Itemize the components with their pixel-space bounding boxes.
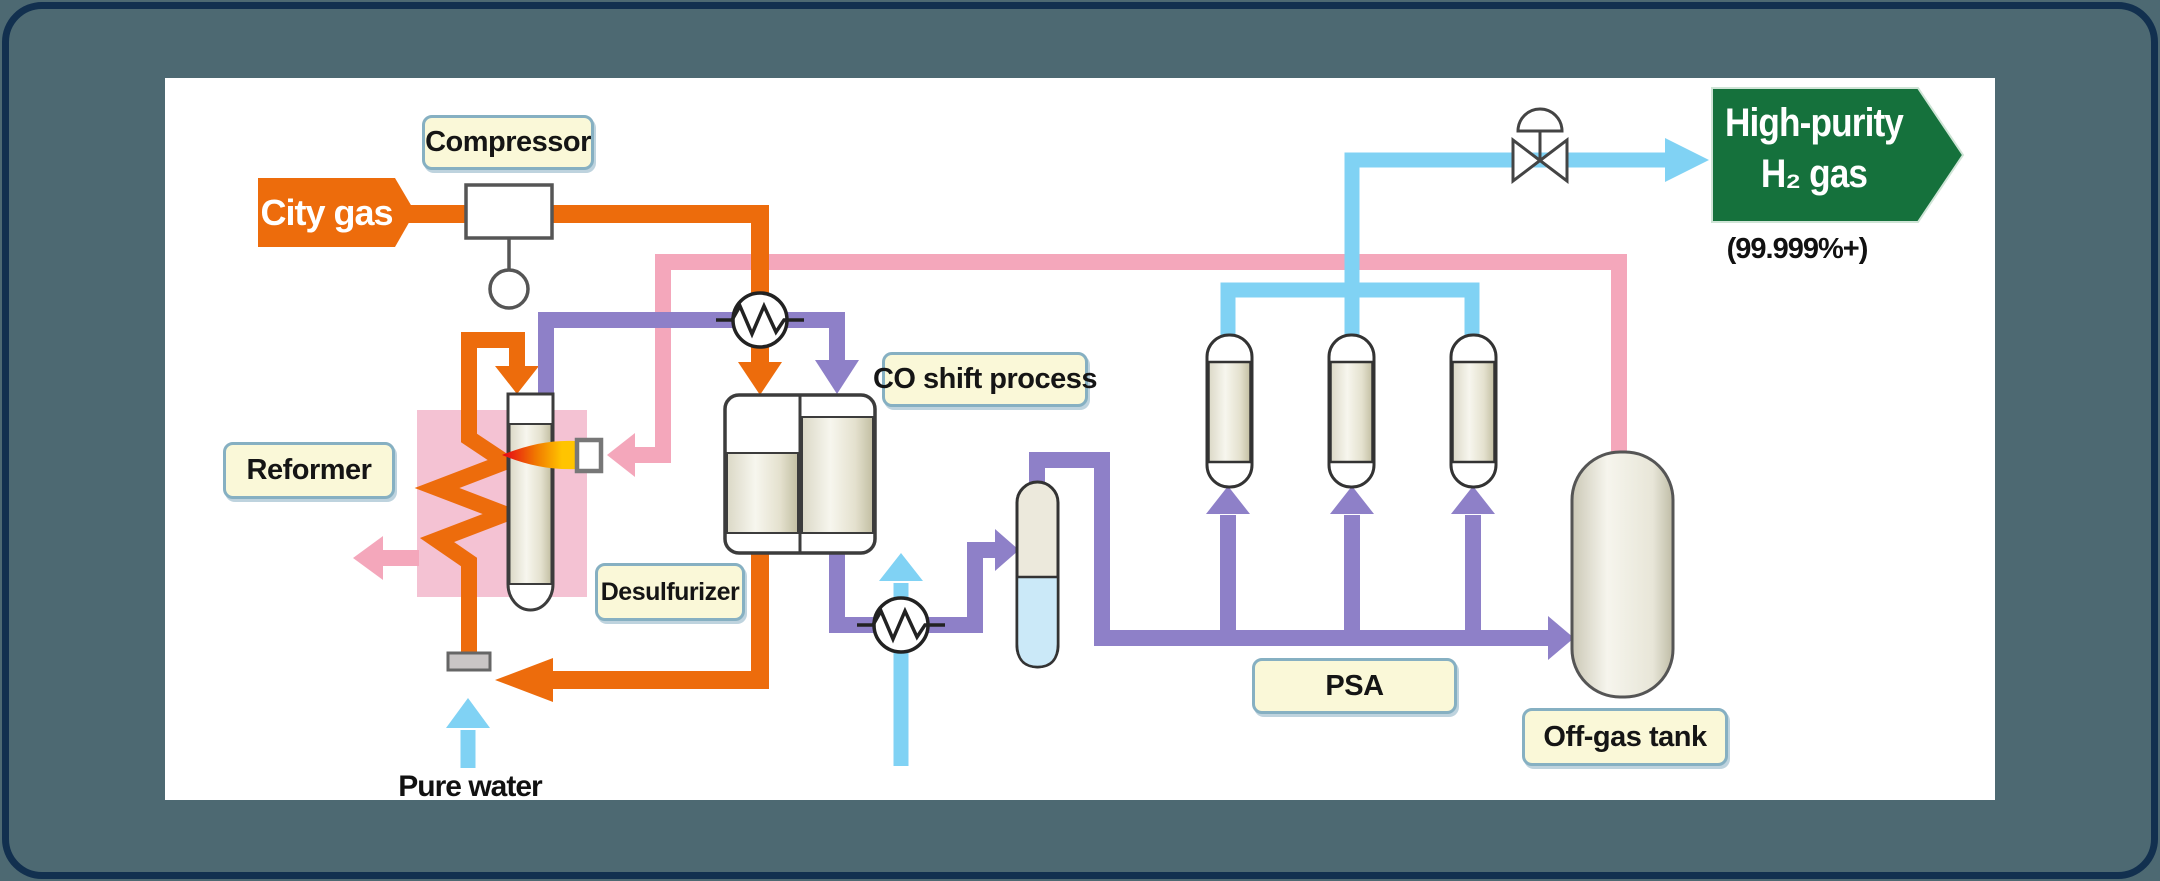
shifted-gas-pipe	[829, 529, 1019, 633]
reformer-label: Reformer	[223, 442, 395, 499]
condensate-separator-vessel	[1015, 480, 1060, 669]
control-valve-icon	[1511, 107, 1569, 185]
purity-value-text: (99.999%+)	[1726, 233, 1869, 265]
compressor-label-text: Compressor	[425, 126, 591, 158]
off-gas-tank-vessel	[1570, 450, 1675, 699]
psa-adsorber-vessel	[1205, 333, 1254, 489]
psa-adsorber-vessel	[1327, 333, 1376, 489]
product-line1-text: High-purity	[1724, 101, 1904, 145]
burner-box	[574, 437, 604, 474]
reformer-coil-pipe	[414, 332, 539, 654]
flame-icon	[502, 440, 577, 470]
desulfurized-gas-return-pipe	[495, 553, 769, 702]
pure-water-label: Pure water	[370, 770, 570, 804]
compressor-icon	[464, 183, 554, 310]
high-purity-h2-label: High-purity H₂ gas	[1721, 98, 1908, 200]
high-purity-h2-arrow	[1711, 87, 1965, 223]
city-gas-source-arrow	[258, 178, 415, 247]
reformer-vessel	[506, 392, 555, 612]
off-gas-tank-label: Off-gas tank	[1522, 708, 1728, 766]
desulfurizer-label-text: Desulfurizer	[600, 577, 740, 606]
process-flow-diagram-svg	[258, 87, 1965, 768]
reformer-label-text: Reformer	[246, 454, 372, 486]
pure-water-label-text: Pure water	[398, 770, 542, 803]
desulfurizer-label: Desulfurizer	[595, 563, 745, 621]
city-gas-label: City gas	[258, 178, 395, 247]
water-quench-pipe	[879, 553, 923, 766]
city-gas-label-text: City gas	[260, 191, 393, 233]
desulfurizer-co-shift-vessels	[723, 393, 877, 555]
product-line2-text: H₂ gas	[1760, 152, 1868, 196]
psa-adsorber-vessel	[1449, 333, 1498, 489]
co-shift-process-label: CO shift process	[873, 352, 1098, 407]
off-gas-tank-label-text: Off-gas tank	[1543, 720, 1707, 753]
reformer-furnace-box	[417, 410, 587, 597]
hydrogen-product-pipe	[1220, 138, 1709, 336]
flue-exhaust-pipe	[353, 536, 419, 580]
psa-label-text: PSA	[1325, 669, 1384, 702]
heat-exchanger-icon	[857, 596, 945, 654]
reformer-base-cap	[446, 651, 492, 672]
purity-value: (99.999%+)	[1697, 233, 1897, 266]
off-gas-recycle-pipe	[607, 254, 1627, 477]
heat-exchanger-icon	[716, 291, 804, 349]
co-shift-label-text: CO shift process	[872, 363, 1098, 395]
pure-water-feed-pipe	[446, 698, 490, 768]
compressor-label: Compressor	[422, 115, 594, 170]
city-gas-pipe	[403, 205, 782, 395]
reformed-gas-pipe	[538, 312, 859, 394]
psa-label: PSA	[1252, 658, 1457, 714]
process-flow-canvas: Compressor Reformer Desulfurizer CO shif…	[165, 78, 1995, 803]
separator-to-psa-pipe	[1029, 452, 1574, 660]
